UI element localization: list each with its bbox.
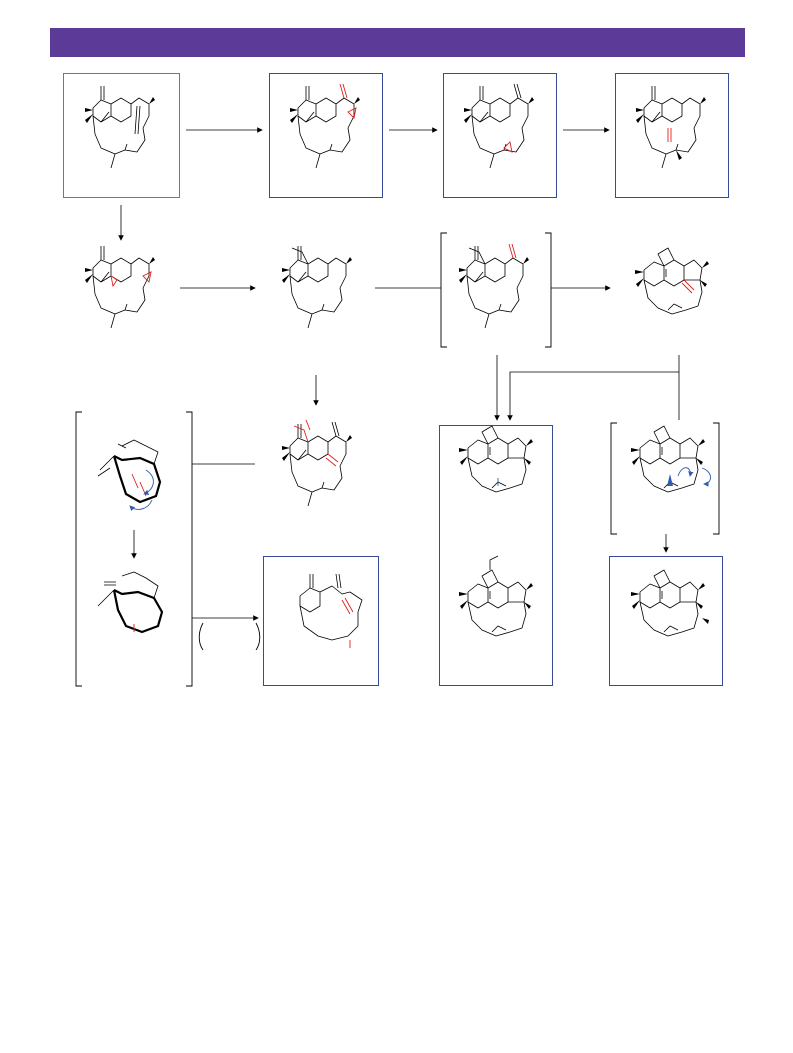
molecule-r1c1 (84, 85, 156, 169)
intermediate-r3c4 (630, 425, 711, 493)
intermediate-r3c1-top (97, 439, 162, 512)
molecule-r3c3-top (458, 425, 534, 493)
product-box-r3c4 (609, 556, 723, 686)
starting-material-box (63, 73, 180, 198)
molecule-r3c4-product (630, 569, 709, 637)
bracket-r3c4 (610, 422, 720, 535)
molecule-r2c1 (84, 245, 156, 329)
intermediate-r3c1-bottom (97, 571, 164, 634)
bracket-r3c1 (75, 411, 193, 687)
molecule-r3c2-top (281, 419, 353, 507)
bracket-r2c3 (440, 232, 552, 348)
molecule-r1c2 (289, 83, 361, 169)
molecule-r3c3-bottom (458, 555, 534, 637)
molecule-r3c2-product (299, 573, 363, 648)
molecule-r2c4 (634, 247, 710, 315)
molecule-r2c2 (281, 245, 353, 329)
molecule-r1c4 (635, 85, 707, 169)
product-box-r1c3 (443, 73, 557, 198)
molecule-r1c3 (463, 83, 535, 169)
product-box-r1c4 (615, 73, 729, 198)
header-banner (50, 28, 745, 57)
molecule-r2c3 (458, 243, 530, 329)
product-box-r1c2 (269, 73, 383, 198)
product-box-r3c3 (439, 425, 553, 686)
product-box-r3c2 (263, 556, 379, 686)
paren-r3c1 (198, 622, 261, 651)
